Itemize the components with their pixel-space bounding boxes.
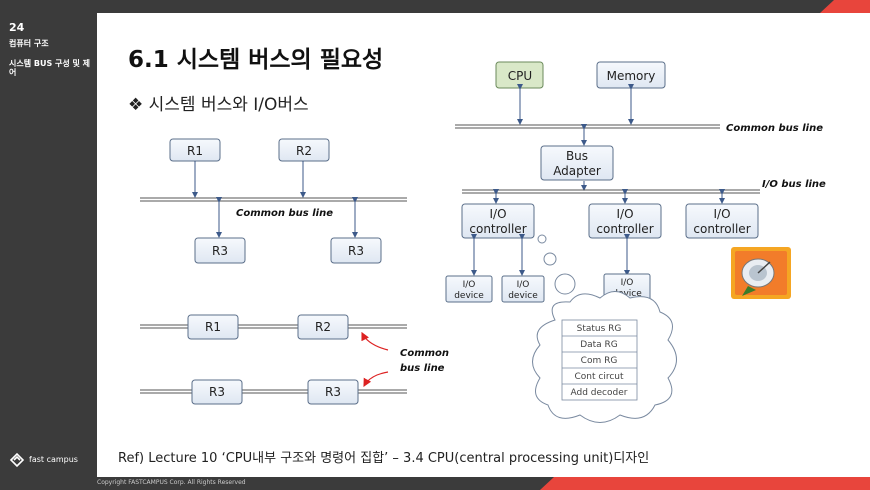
svg-text:I/O: I/O <box>616 207 633 221</box>
footer-accent <box>540 477 870 490</box>
svg-text:controller: controller <box>596 222 653 236</box>
cpu-label: CPU <box>508 69 532 83</box>
chapter-title: 시스템 BUS 구성 및 제어 <box>9 59 91 77</box>
svg-text:I/O: I/O <box>489 207 506 221</box>
io-controller-2: I/O controller <box>588 203 662 239</box>
svg-text:controller: controller <box>469 222 526 236</box>
compact-r3-a-label: R3 <box>209 385 225 399</box>
compact-r2-label: R2 <box>315 320 331 334</box>
register-r3-a: R3 <box>194 237 246 264</box>
lecture-number: 24 <box>9 21 25 34</box>
svg-text:device: device <box>454 291 484 301</box>
memory-box: Memory <box>596 61 666 89</box>
register-r3-a-label: R3 <box>212 244 228 258</box>
bus-adapter-label-2: Adapter <box>553 164 601 178</box>
io-controller-1: I/O controller <box>461 203 535 239</box>
io-device-2: I/O device <box>501 275 545 303</box>
add-decoder: Add decoder <box>571 388 628 398</box>
top-bar <box>0 0 870 13</box>
fastcampus-logo: fast campus <box>9 452 78 468</box>
cont-circuit: Cont circut <box>574 372 623 382</box>
register-r1: R1 <box>169 138 221 162</box>
annotation-common: Common <box>400 348 449 359</box>
fastcampus-logo-icon <box>9 452 25 468</box>
left-register-bus: R1 R2 Common bus line R3 R3 <box>140 138 407 264</box>
svg-text:device: device <box>612 289 642 299</box>
logo-text: fast campus <box>29 455 78 464</box>
common-bus-label-right: Common bus line <box>726 123 823 134</box>
io-bus-label: I/O bus line <box>762 179 826 190</box>
bus-diagram: R1 R2 Common bus line R3 R3 R1 R2 R3 R3 … <box>140 61 826 423</box>
course-name: 컴퓨터 구조 <box>9 39 49 48</box>
svg-text:I/O: I/O <box>463 280 476 290</box>
satellite-dish-icon <box>731 247 791 299</box>
bus-adapter-box: Bus Adapter <box>540 145 614 181</box>
memory-label: Memory <box>607 69 656 83</box>
controller-registers-cloud: Status RG Data RG Com RG Cont circut Add… <box>532 291 677 423</box>
status-rg: Status RG <box>577 324 622 334</box>
copyright: Copyright FASTCAMPUS Corp. All Rights Re… <box>97 479 246 486</box>
svg-text:I/O: I/O <box>517 280 530 290</box>
bus-adapter-label-1: Bus <box>566 149 588 163</box>
svg-text:I/O: I/O <box>713 207 730 221</box>
register-r3-b-label: R3 <box>348 244 364 258</box>
compact-r3-b-label: R3 <box>325 385 341 399</box>
left-compact-bus: R1 R2 R3 R3 Common bus line <box>140 314 449 405</box>
com-rg: Com RG <box>581 356 618 366</box>
data-rg: Data RG <box>580 340 618 350</box>
svg-text:I/O: I/O <box>621 278 634 288</box>
io-controller-3: I/O controller <box>685 203 759 239</box>
compact-r1-label: R1 <box>205 320 221 334</box>
register-list: Status RG Data RG Com RG Cont circut Add… <box>561 319 638 401</box>
common-bus-label-left: Common bus line <box>236 208 333 219</box>
annotation-bus-line: bus line <box>400 363 445 374</box>
system-bus-diagram: CPU Memory Common bus line Bus Adapter I… <box>445 61 826 423</box>
register-r2-label: R2 <box>296 144 312 158</box>
register-r3-b: R3 <box>330 237 382 264</box>
page-title: 6.1 시스템 버스의 필요성 <box>128 47 384 73</box>
sidebar: 24 컴퓨터 구조 시스템 BUS 구성 및 제어 fast campus <box>0 0 97 490</box>
register-r1-label: R1 <box>187 144 203 158</box>
cpu-box: CPU <box>495 61 544 89</box>
register-r2: R2 <box>278 138 330 162</box>
svg-text:controller: controller <box>693 222 750 236</box>
svg-text:device: device <box>508 291 538 301</box>
top-bar-accent <box>820 0 870 13</box>
io-device-1: I/O device <box>445 275 493 303</box>
reference-note: Ref) Lecture 10 ‘CPU내부 구조와 명령어 집합’ – 3.4… <box>118 451 650 466</box>
section-subtitle: ❖ 시스템 버스와 I/O버스 <box>128 95 309 115</box>
